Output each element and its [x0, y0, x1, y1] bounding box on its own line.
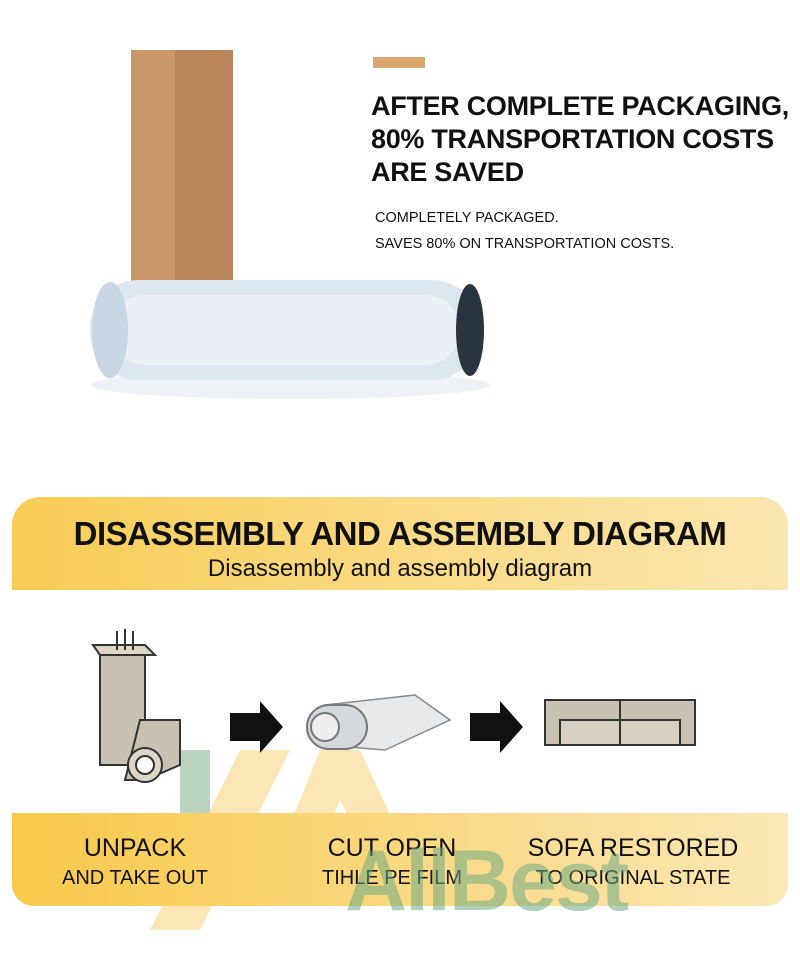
step-cut-open: CUT OPEN TIHLE PE FILM: [272, 833, 512, 893]
step-title: UNPACK: [83, 834, 187, 862]
sofa-icon: [544, 699, 696, 746]
sub-line: SAVES 80% ON TRANSPORTATION COSTS.: [375, 236, 675, 252]
steps-banner: UNPACK AND TAKE OUT CUT OPEN TIHLE PE FI…: [12, 813, 788, 906]
arrow-right-icon: [230, 701, 283, 753]
step-subtitle: TO ORIGINAL STATE: [535, 867, 731, 889]
banner-title: DISASSEMBLY AND ASSEMBLY DIAGRAM: [73, 515, 727, 552]
film-roll-icon: [306, 694, 452, 751]
arrow-right-icon: [470, 701, 523, 753]
step-unpack: UNPACK AND TAKE OUT: [15, 833, 255, 893]
box-and-roll-icon: [91, 629, 181, 783]
diagram-banner: DISASSEMBLY AND ASSEMBLY DIAGRAM Disasse…: [12, 497, 788, 590]
packaged-sofa-image: [90, 50, 490, 399]
step-subtitle: TIHLE PE FILM: [321, 867, 463, 889]
banner-subtitle: Disassembly and assembly diagram: [207, 555, 593, 582]
headline-line: ARE SAVED: [371, 157, 524, 187]
headline: AFTER COMPLETE PACKAGING, 80% TRANSPORTA…: [371, 90, 789, 189]
steps-illustration: [91, 629, 696, 783]
step-title: CUT OPEN: [327, 834, 457, 862]
step-subtitle: AND TAKE OUT: [62, 867, 208, 889]
step-title: SOFA RESTORED: [527, 834, 739, 862]
sub-line: COMPLETELY PACKAGED.: [375, 210, 559, 226]
headline-line: AFTER COMPLETE PACKAGING,: [371, 91, 790, 121]
headline-line: 80% TRANSPORTATION COSTS: [371, 124, 774, 154]
watermark-text: AllBest: [345, 833, 629, 929]
subheadline: COMPLETELY PACKAGED. SAVES 80% ON TRANSP…: [375, 205, 674, 257]
accent-bar: [373, 57, 425, 68]
step-restored: SOFA RESTORED TO ORIGINAL STATE: [513, 833, 753, 893]
